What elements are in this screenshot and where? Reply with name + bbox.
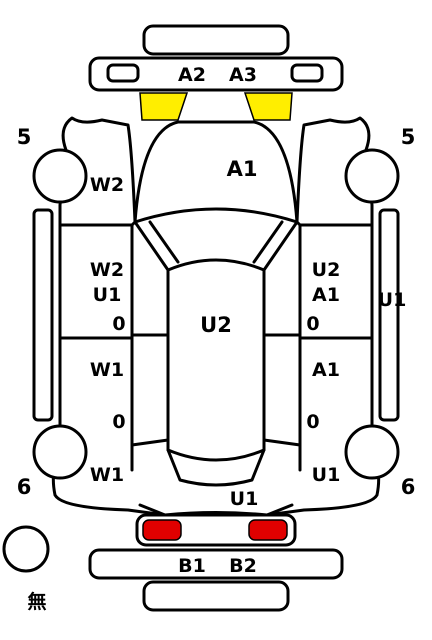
right-body-outline[interactable] <box>295 116 374 227</box>
label-zero-right-bottom: 0 <box>306 411 319 433</box>
front-panel[interactable] <box>88 56 344 92</box>
label-u2-right: U2 <box>312 259 341 281</box>
rear-bumper[interactable] <box>88 548 344 580</box>
left-door-frame[interactable] <box>130 223 170 472</box>
right-door-frame[interactable] <box>262 223 302 472</box>
label-u2-center: U2 <box>200 313 232 337</box>
rear-right-wheel[interactable] <box>344 424 400 480</box>
taillight-left[interactable] <box>142 519 182 541</box>
label-zero-left-bottom: 0 <box>112 411 125 433</box>
label-none: 無 <box>27 590 46 613</box>
label-w1-left: W1 <box>90 359 124 381</box>
label-a1-right-top: A1 <box>312 284 340 306</box>
label-a2: A2 <box>178 64 206 86</box>
label-a1-right-bottom: A1 <box>312 359 340 381</box>
trunk-left[interactable] <box>138 503 167 517</box>
rear-left-wheel[interactable] <box>32 424 88 480</box>
label-w2-top: W2 <box>90 174 124 196</box>
right-a-pillar[interactable] <box>252 220 299 272</box>
taillight-right[interactable] <box>248 519 288 541</box>
front-bumper[interactable] <box>142 24 290 56</box>
front-left-wheel[interactable] <box>32 148 88 204</box>
left-side-sill[interactable] <box>32 208 54 422</box>
label-w2-mid: W2 <box>90 259 124 281</box>
label-5-right: 5 <box>401 125 416 149</box>
label-u1-right-lower: U1 <box>312 464 341 486</box>
right-side-sill[interactable] <box>378 208 400 422</box>
roof[interactable] <box>166 258 266 462</box>
label-a1-hood: A1 <box>227 157 258 181</box>
none-marker-circle[interactable] <box>2 525 50 573</box>
label-a3: A3 <box>229 64 257 86</box>
hood[interactable] <box>133 120 299 224</box>
label-b2: B2 <box>229 555 257 577</box>
label-w1-left-lower: W1 <box>90 464 124 486</box>
label-zero-left-top: 0 <box>112 313 125 335</box>
label-5-left: 5 <box>17 125 32 149</box>
front-right-highlight[interactable] <box>243 92 293 121</box>
headlight-left[interactable] <box>106 63 140 83</box>
front-left-highlight[interactable] <box>139 92 189 121</box>
left-a-pillar[interactable] <box>133 220 180 272</box>
front-right-wheel[interactable] <box>344 148 400 204</box>
label-u1-left: U1 <box>93 284 122 306</box>
label-b1: B1 <box>178 555 206 577</box>
rear-window[interactable] <box>166 448 266 487</box>
rear-bottom-panel[interactable] <box>142 580 290 612</box>
left-body-outline[interactable] <box>58 116 137 227</box>
label-u1-rear: U1 <box>230 488 259 510</box>
headlight-right[interactable] <box>290 63 324 83</box>
label-6-left: 6 <box>17 475 32 499</box>
label-u1-right-side: U1 <box>378 289 407 311</box>
label-6-right: 6 <box>401 475 416 499</box>
label-zero-right-top: 0 <box>306 313 319 335</box>
